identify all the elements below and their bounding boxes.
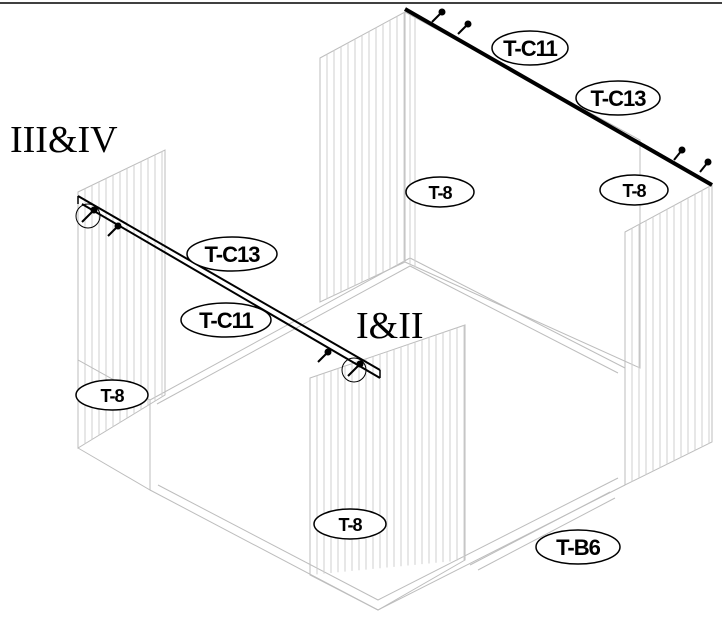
callout-tc13-top: T-C13 — [575, 80, 661, 116]
top-screws — [431, 8, 712, 173]
callout-t8-front-text: T-8 — [338, 515, 362, 535]
callout-t8-back-left-text: T-8 — [428, 183, 452, 203]
callout-tc11-left: T-C11 — [180, 302, 272, 338]
callout-tb6: T-B6 — [535, 529, 621, 565]
callout-t8-back-right: T-8 — [599, 174, 669, 206]
callout-tb6-text: T-B6 — [556, 535, 600, 560]
callout-tc11-top-text: T-C11 — [503, 36, 557, 61]
callout-t8-left: T-8 — [75, 379, 149, 411]
callout-t8-left-text: T-8 — [100, 386, 124, 406]
callout-t8-front: T-8 — [313, 508, 387, 540]
left-screws — [75, 203, 367, 383]
left-roof-channel — [77, 195, 381, 379]
callout-t8-back-right-text: T-8 — [622, 181, 646, 201]
back-wall-panels — [319, 11, 406, 303]
top-roof-channel — [404, 7, 713, 187]
callout-t8-back-left: T-8 — [405, 176, 475, 208]
callout-tc13-left-text: T-C13 — [205, 242, 261, 267]
callout-tc13-left: T-C13 — [186, 236, 278, 272]
front-wall-panels — [309, 324, 466, 611]
floor-outline — [149, 257, 626, 611]
group-label-left: III&IV — [10, 119, 118, 161]
callout-tc11-top: T-C11 — [491, 30, 569, 66]
callout-tc11-left-text: T-C11 — [199, 308, 253, 333]
right-wall-panels — [624, 184, 713, 486]
callout-tc13-top-text: T-C13 — [591, 86, 647, 111]
group-label-center: I&II — [356, 305, 424, 347]
